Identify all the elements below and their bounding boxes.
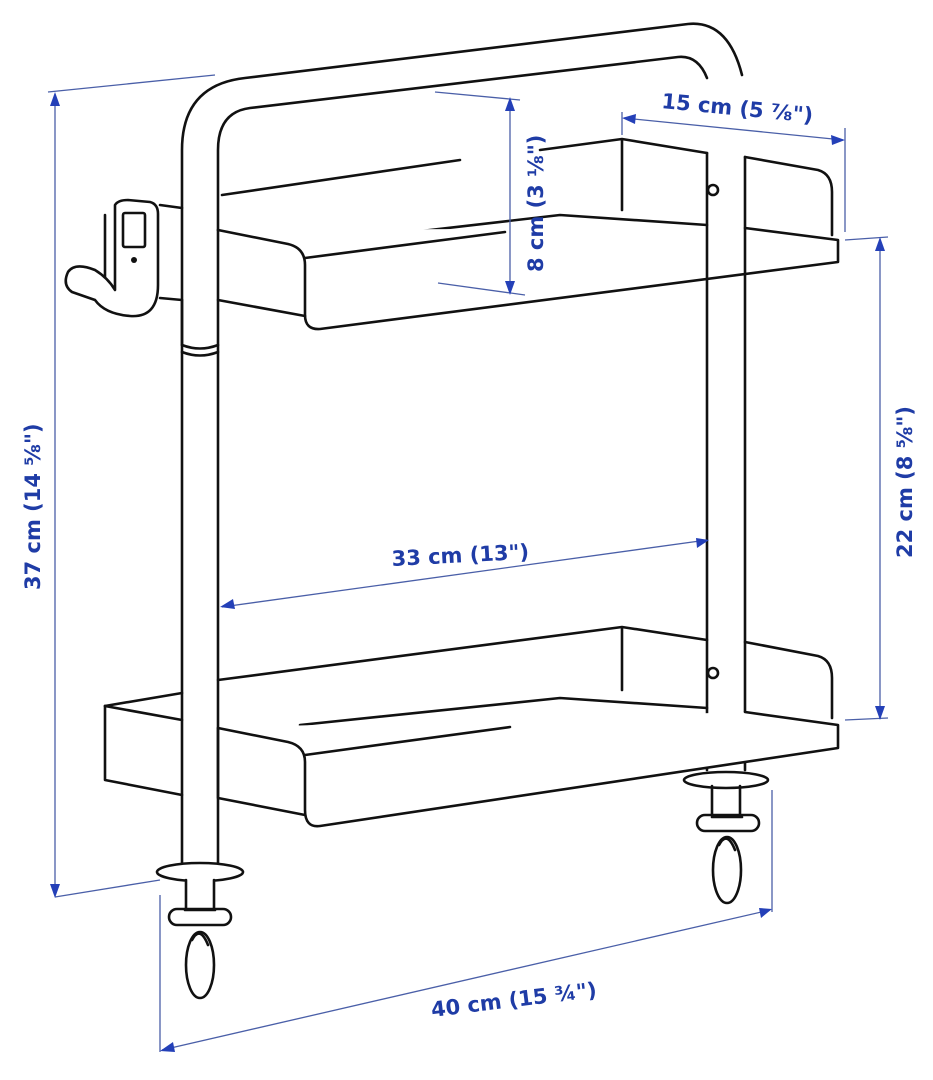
dimension-label-overall-width: 40 cm (15 ¾") (430, 978, 598, 1022)
dimension-overall-height: 37 cm (14 ⅝") (21, 74, 216, 898)
left-caster (155, 861, 245, 1000)
dimension-label-handle-height: 8 cm (3 ⅛") (524, 135, 548, 272)
left-leg (180, 298, 220, 867)
handle (180, 22, 744, 347)
dimension-inner-width: 33 cm (13") (220, 538, 709, 609)
right-leg (705, 151, 747, 772)
dimension-label-depth: 15 cm (5 ⅞") (661, 89, 815, 127)
side-hook (64, 198, 160, 318)
right-caster (682, 770, 770, 905)
bottom-shelf (103, 625, 840, 828)
dimension-depth: 15 cm (5 ⅞") (621, 89, 846, 232)
dimension-shelf-spacing: 22 cm (8 ⅝") (844, 236, 917, 721)
dimension-label-shelf-spacing: 22 cm (8 ⅝") (893, 406, 917, 558)
dimension-overall-width: 40 cm (15 ¾") (159, 790, 773, 1052)
top-shelf (158, 137, 840, 331)
dimension-label-overall-height: 37 cm (14 ⅝") (21, 423, 45, 590)
dimension-label-inner-width: 33 cm (13") (391, 540, 530, 571)
dimension-handle-height: 8 cm (3 ⅛") (434, 91, 548, 296)
